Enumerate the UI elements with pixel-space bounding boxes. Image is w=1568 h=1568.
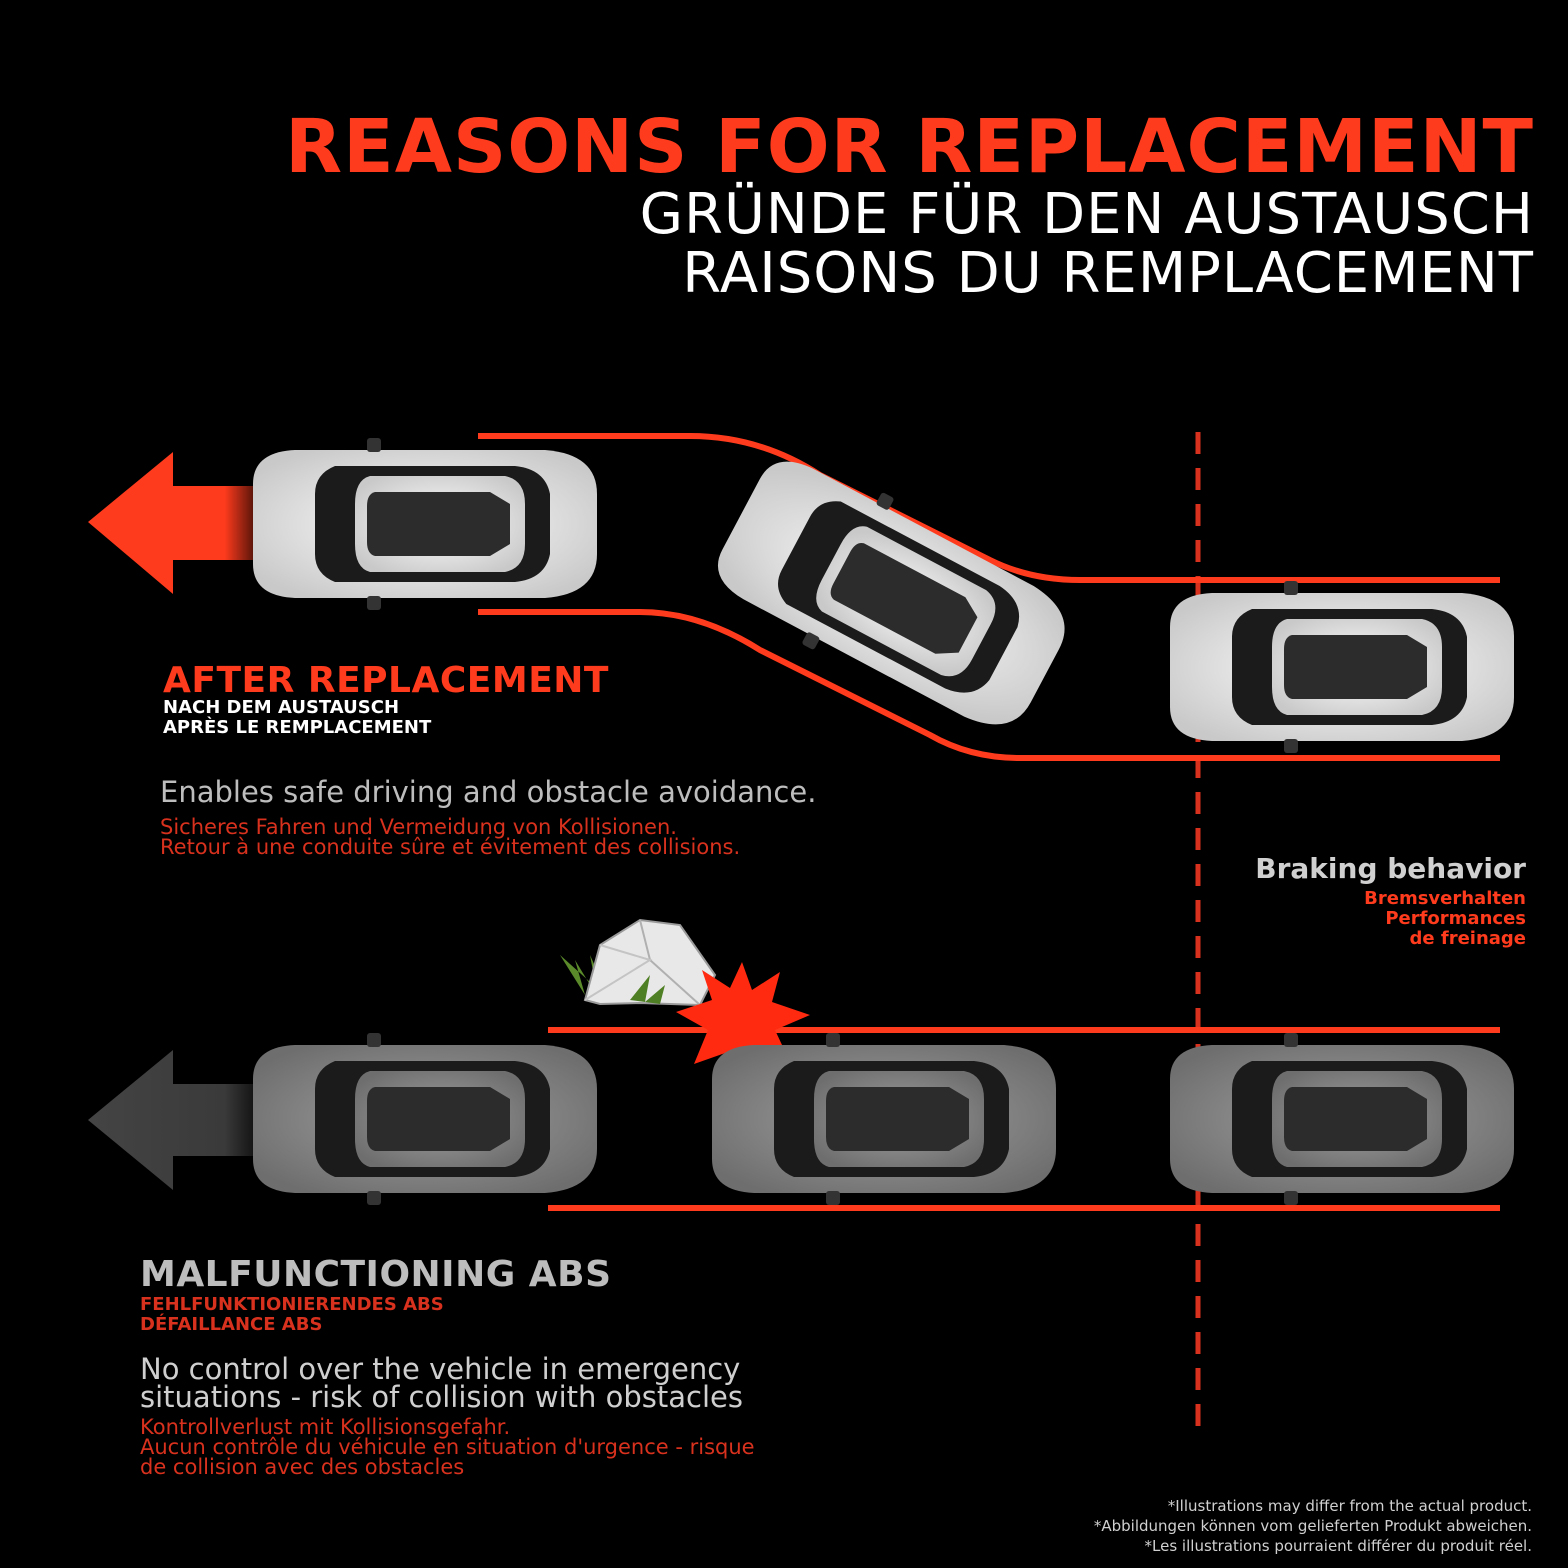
malfunction-description-de: Kontrollverlust mit Kollisionsgefahr. (140, 1415, 511, 1439)
malfunction-description-1: No control over the vehicle in emergency (140, 1352, 741, 1386)
disclaimer-en: *Illustrations may differ from the actua… (1167, 1497, 1532, 1515)
car-icon (712, 1033, 1056, 1205)
malfunction-title: MALFUNCTIONING ABS (140, 1254, 612, 1295)
after-description-fr: Retour à une conduite sûre et évitement … (160, 835, 741, 859)
malfunction-description-fr-1: Aucun contrôle du véhicule en situation … (140, 1435, 755, 1459)
car-icon (253, 1033, 597, 1205)
braking-behavior-fr-2: de freinage (1409, 928, 1527, 949)
car-icon (1170, 1033, 1514, 1205)
braking-behavior-fr-1: Performances (1385, 908, 1526, 929)
after-replacement-sub-fr: APRÈS LE REMPLACEMENT (163, 717, 432, 738)
after-description-de: Sicheres Fahren und Vermeidung von Kolli… (160, 815, 677, 839)
car-icon (1170, 581, 1514, 753)
page-title: REASONS FOR REPLACEMENT (285, 104, 1534, 190)
car-icon (700, 438, 1086, 752)
malfunction-description-2: situations - risk of collision with obst… (140, 1380, 743, 1414)
disclaimer-de: *Abbildungen können vom gelieferten Prod… (1093, 1517, 1532, 1535)
braking-behavior-label: Braking behavior (1255, 852, 1526, 885)
car-icon (253, 438, 597, 610)
left-arrow-icon (88, 452, 270, 594)
disclaimer-fr: *Les illustrations pourraient différer d… (1144, 1537, 1532, 1555)
page-title-fr: RAISONS DU REMPLACEMENT (682, 241, 1534, 306)
malfunction-description-fr-2: de collision avec des obstacles (140, 1455, 465, 1479)
braking-behavior-de: Bremsverhalten (1364, 888, 1526, 909)
after-replacement-sub-de: NACH DEM AUSTAUSCH (163, 697, 400, 718)
malfunction-sub-fr: DÉFAILLANCE ABS (140, 1314, 323, 1335)
rock-icon (560, 918, 717, 1007)
malfunction-sub-de: FEHLFUNKTIONIERENDES ABS (140, 1294, 444, 1315)
left-arrow-icon (88, 1050, 270, 1190)
after-description: Enables safe driving and obstacle avoida… (160, 775, 817, 809)
after-replacement-title: AFTER REPLACEMENT (163, 660, 609, 701)
page-title-de: GRÜNDE FÜR DEN AUSTAUSCH (639, 182, 1534, 247)
